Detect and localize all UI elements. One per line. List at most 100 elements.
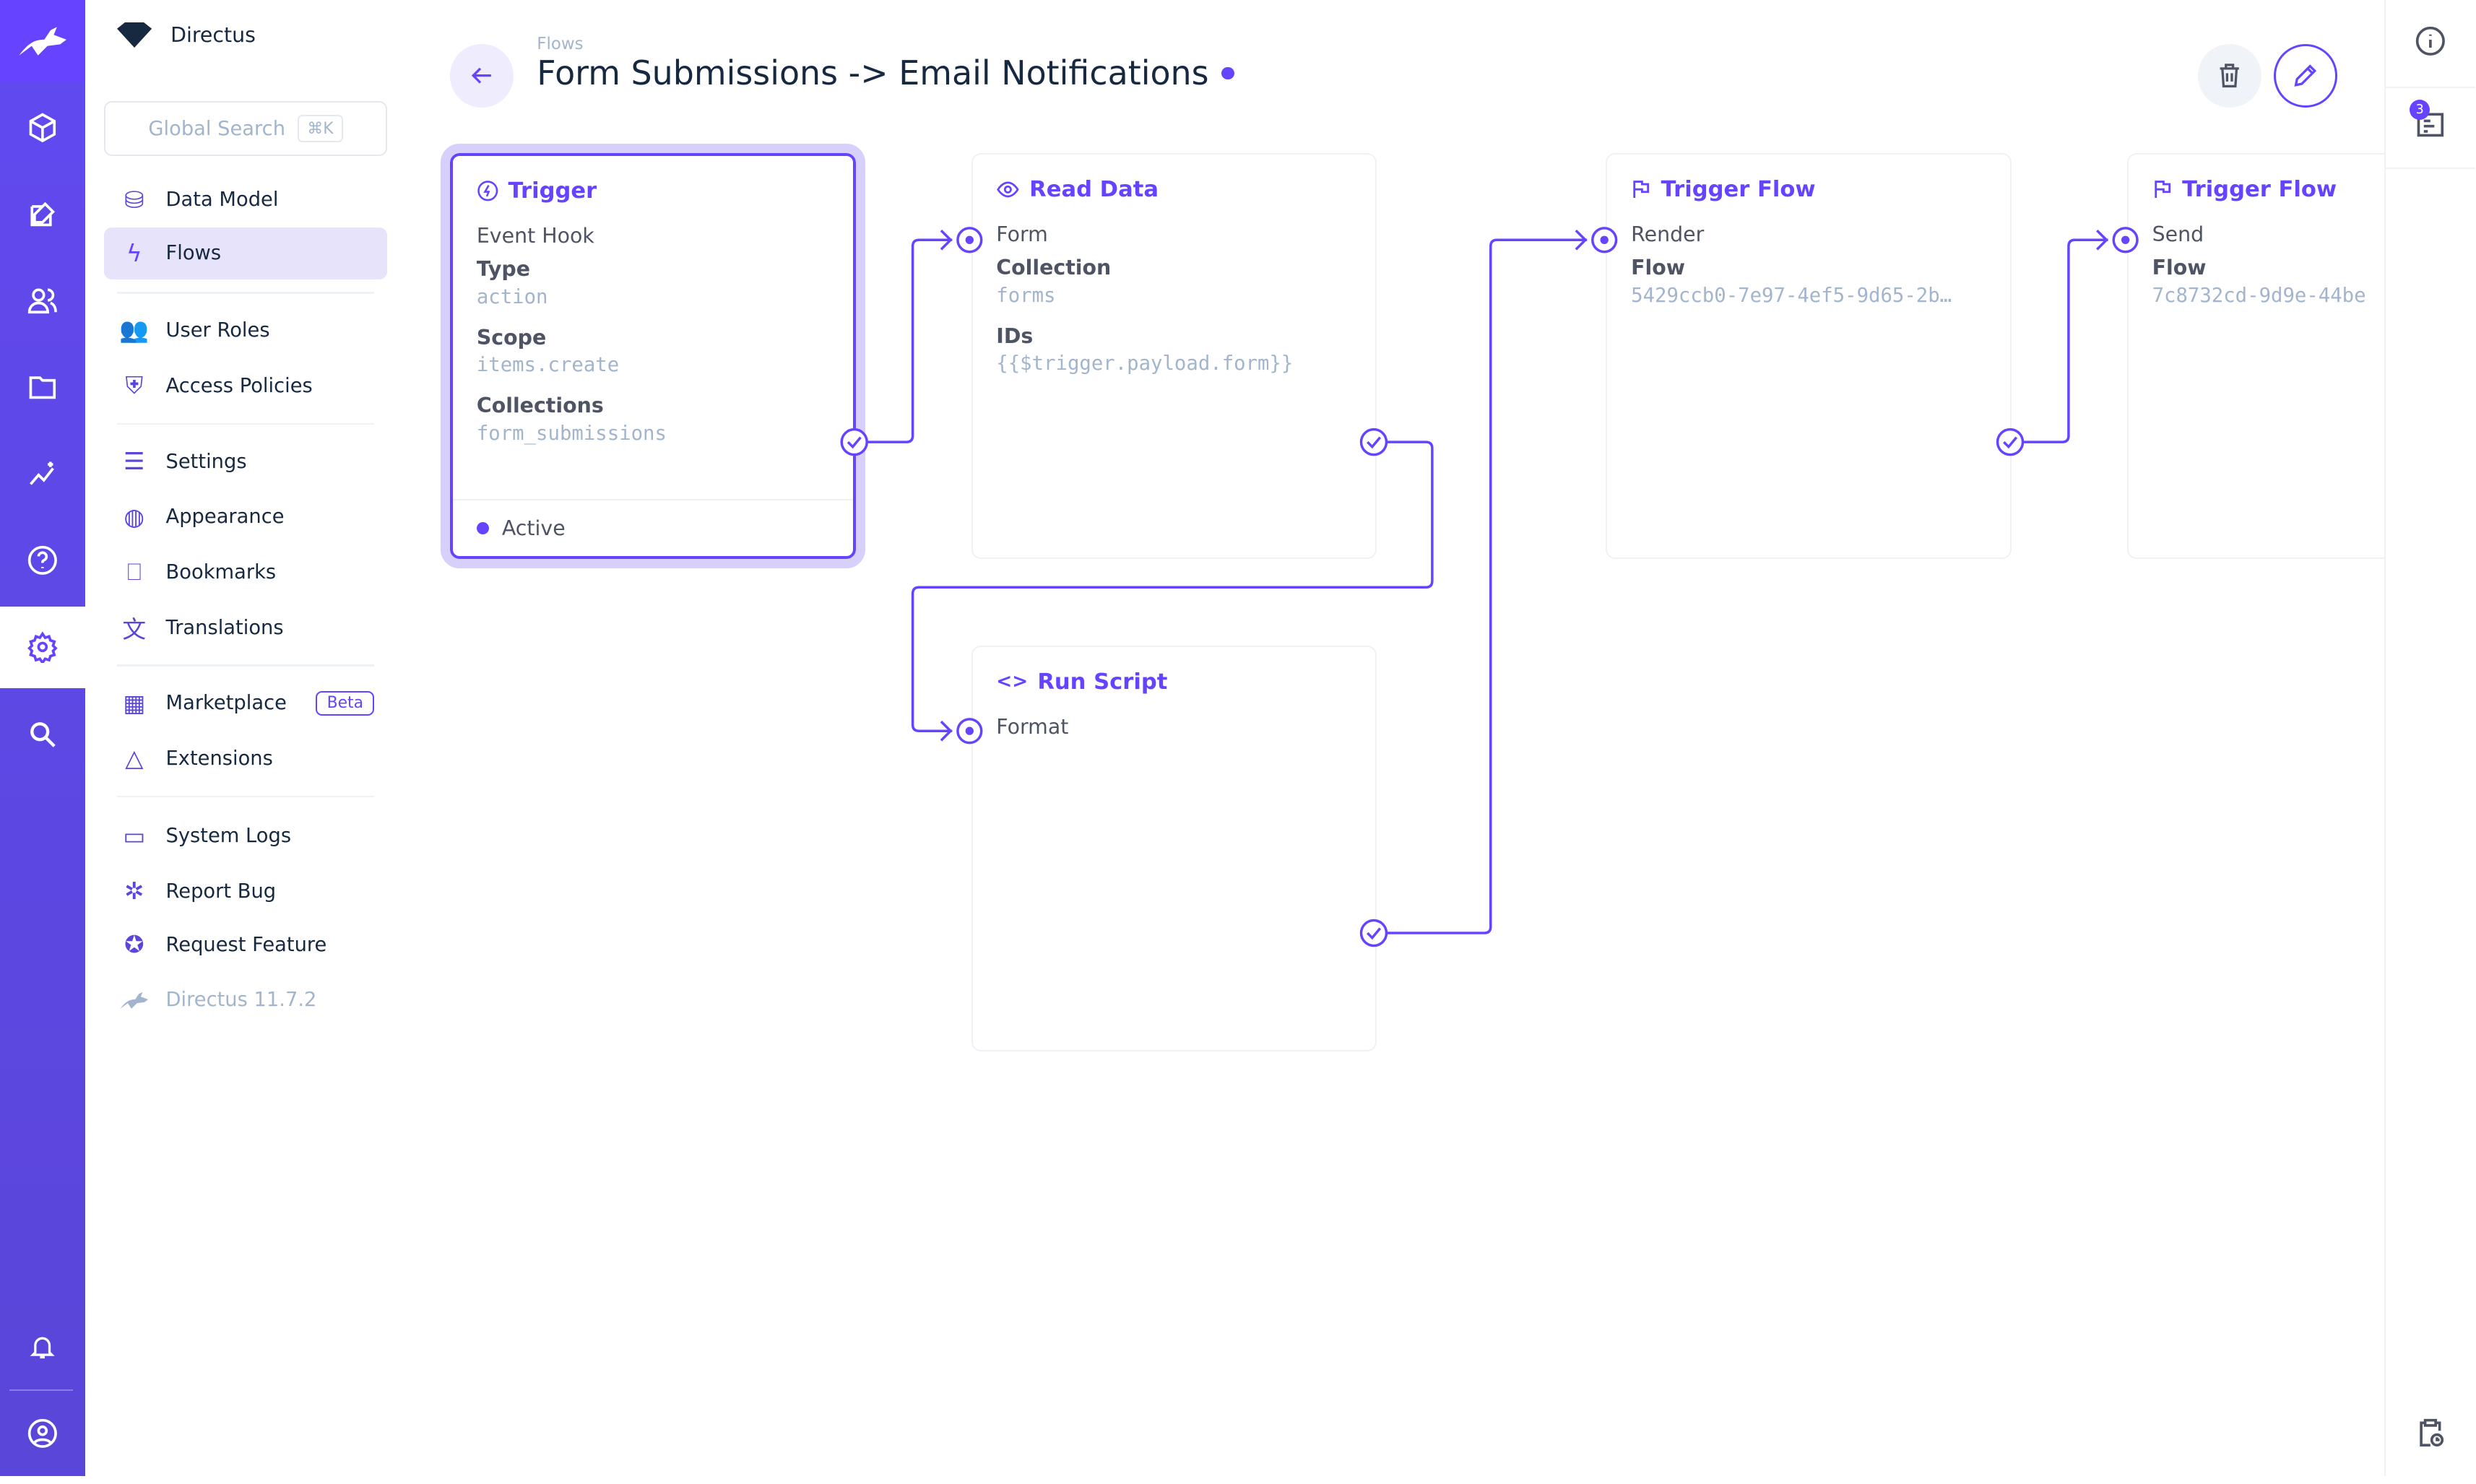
back-button[interactable] bbox=[450, 44, 514, 108]
delete-button[interactable] bbox=[2198, 44, 2261, 108]
insights-icon[interactable] bbox=[0, 433, 85, 515]
nav-item-label: Appearance bbox=[165, 505, 285, 529]
help-icon[interactable] bbox=[0, 519, 85, 602]
code-icon: <> bbox=[996, 671, 1029, 693]
check-icons bbox=[847, 436, 2018, 940]
verified-icon: ✪ bbox=[124, 931, 144, 959]
users-icon: 👥 bbox=[119, 316, 150, 344]
page-title: Form Submissions -> Email Notifications bbox=[537, 53, 1234, 92]
nav-item-label: Data Model bbox=[165, 188, 279, 212]
active-dot bbox=[476, 521, 490, 535]
store-icon: ▦ bbox=[123, 689, 146, 717]
shield-icon: ⛨ bbox=[125, 372, 144, 400]
info-button[interactable] bbox=[2386, 0, 2474, 82]
info-icon bbox=[2415, 26, 2445, 56]
version-label: Directus 11.7.2 bbox=[104, 974, 386, 1026]
clipboard-clock-icon bbox=[2419, 1419, 2443, 1447]
nav-item-label: Report Bug bbox=[165, 880, 277, 903]
status-text: Active bbox=[501, 516, 566, 541]
edit-flow-button[interactable] bbox=[2274, 44, 2337, 108]
nav-divider bbox=[116, 664, 375, 667]
beta-badge: Beta bbox=[316, 691, 375, 716]
sliders-icon: ☰ bbox=[124, 448, 145, 476]
input-anchor-dots bbox=[965, 235, 2130, 735]
shapes-icon: △ bbox=[125, 745, 144, 773]
card-subtitle: Render bbox=[1631, 222, 1705, 247]
bolt-icon: ϟ bbox=[126, 239, 142, 267]
bell-icon[interactable] bbox=[0, 1306, 85, 1388]
translate-icon: 文 bbox=[122, 615, 147, 643]
bug-icon: ✲ bbox=[124, 877, 144, 906]
content-cube-icon[interactable] bbox=[0, 87, 85, 169]
nav-divider bbox=[116, 422, 375, 425]
terminal-icon: ▭ bbox=[123, 822, 146, 850]
database-icon: ⛁ bbox=[124, 186, 144, 214]
nav-item-marketplace[interactable]: ▦ Marketplace Beta bbox=[104, 677, 386, 729]
nav-item-request-feature[interactable]: ✪ Request Feature bbox=[104, 919, 386, 971]
field-value: 7c8732cd-9d9e-44be bbox=[2152, 284, 2366, 307]
nav-item-access-policies[interactable]: ⛨Access Policies bbox=[104, 360, 386, 412]
connector-read-script bbox=[911, 441, 1434, 732]
field-value: forms bbox=[996, 284, 1056, 307]
nav-item-bookmarks[interactable]: ⎕Bookmarks bbox=[104, 546, 386, 598]
nav-item-data-model[interactable]: ⛁ Data Model bbox=[104, 173, 386, 225]
nav-item-label: Settings bbox=[165, 450, 247, 473]
bolt-circle-icon bbox=[477, 181, 498, 201]
nav-item-settings[interactable]: ☰ Settings bbox=[104, 435, 386, 487]
nav-item-label: User Roles bbox=[165, 319, 270, 342]
field-label: IDs bbox=[996, 324, 1034, 348]
palette-icon: ◍ bbox=[124, 503, 145, 531]
breadcrumb[interactable]: Flows bbox=[537, 35, 584, 54]
directus-logo[interactable] bbox=[0, 0, 86, 82]
logs-icon bbox=[2417, 113, 2443, 136]
card-title: Trigger bbox=[508, 178, 597, 204]
read-data-card[interactable]: Read Data Form Collection forms IDs {{$t… bbox=[971, 153, 1377, 559]
field-label: Flow bbox=[1631, 256, 1686, 280]
card-subtitle: Send bbox=[2152, 222, 2204, 247]
logs-button[interactable]: 3 bbox=[2386, 87, 2475, 169]
card-title: Trigger Flow bbox=[1661, 176, 1816, 202]
nav-item-label: Bookmarks bbox=[165, 560, 277, 583]
nav-item-extensions[interactable]: △Extensions bbox=[104, 732, 386, 784]
search-placeholder: Global Search bbox=[148, 117, 285, 140]
search-icon[interactable] bbox=[0, 693, 85, 776]
project-brand[interactable]: Directus bbox=[116, 22, 256, 48]
global-search-input[interactable]: Global Search ⌘K bbox=[104, 100, 387, 157]
trigger-card[interactable]: Trigger Event Hook Type action Scope ite… bbox=[441, 144, 865, 568]
nav-item-appearance[interactable]: ◍ Appearance bbox=[104, 491, 386, 543]
arrowheads bbox=[940, 229, 2108, 742]
users-icon[interactable] bbox=[0, 259, 85, 342]
nav-item-user-roles[interactable]: 👥 User Roles bbox=[104, 305, 386, 357]
directus-logo-icon bbox=[120, 991, 149, 1009]
nav-item-label: Marketplace bbox=[165, 692, 287, 715]
card-title: Trigger Flow bbox=[2182, 176, 2337, 202]
user-avatar-icon[interactable] bbox=[0, 1392, 85, 1475]
right-sidebar: 3 bbox=[2384, 0, 2475, 1477]
field-value: items.create bbox=[476, 354, 620, 377]
flag-icon bbox=[2154, 181, 2170, 198]
card-title: Read Data bbox=[1029, 176, 1159, 202]
edit-icon[interactable] bbox=[0, 173, 85, 256]
trigger-flow-card[interactable]: Trigger Flow Render Flow 5429ccb0-7e97-4… bbox=[1606, 153, 2012, 559]
nav-item-label: Request Feature bbox=[165, 933, 327, 956]
field-label: Scope bbox=[476, 325, 547, 350]
pencil-icon bbox=[2294, 64, 2317, 87]
status-dot bbox=[1221, 66, 1234, 80]
field-value: action bbox=[476, 285, 548, 308]
revisions-button[interactable] bbox=[2386, 1392, 2474, 1475]
folder-icon[interactable] bbox=[0, 346, 85, 428]
input-anchors bbox=[956, 227, 2139, 745]
field-value: 5429ccb0-7e97-4ef5-9d65-2b… bbox=[1631, 284, 1952, 307]
nav-item-report-bug[interactable]: ✲ Report Bug bbox=[104, 865, 386, 917]
run-script-card[interactable]: <>Run Script Format bbox=[971, 646, 1377, 1051]
resolve-check-anchors bbox=[840, 428, 2025, 947]
rail-divider bbox=[9, 1389, 73, 1392]
card-subtitle: Form bbox=[996, 222, 1048, 247]
project-logo-icon bbox=[116, 22, 152, 48]
nav-item-system-logs[interactable]: ▭System Logs bbox=[104, 810, 386, 862]
settings-icon[interactable] bbox=[0, 606, 86, 689]
